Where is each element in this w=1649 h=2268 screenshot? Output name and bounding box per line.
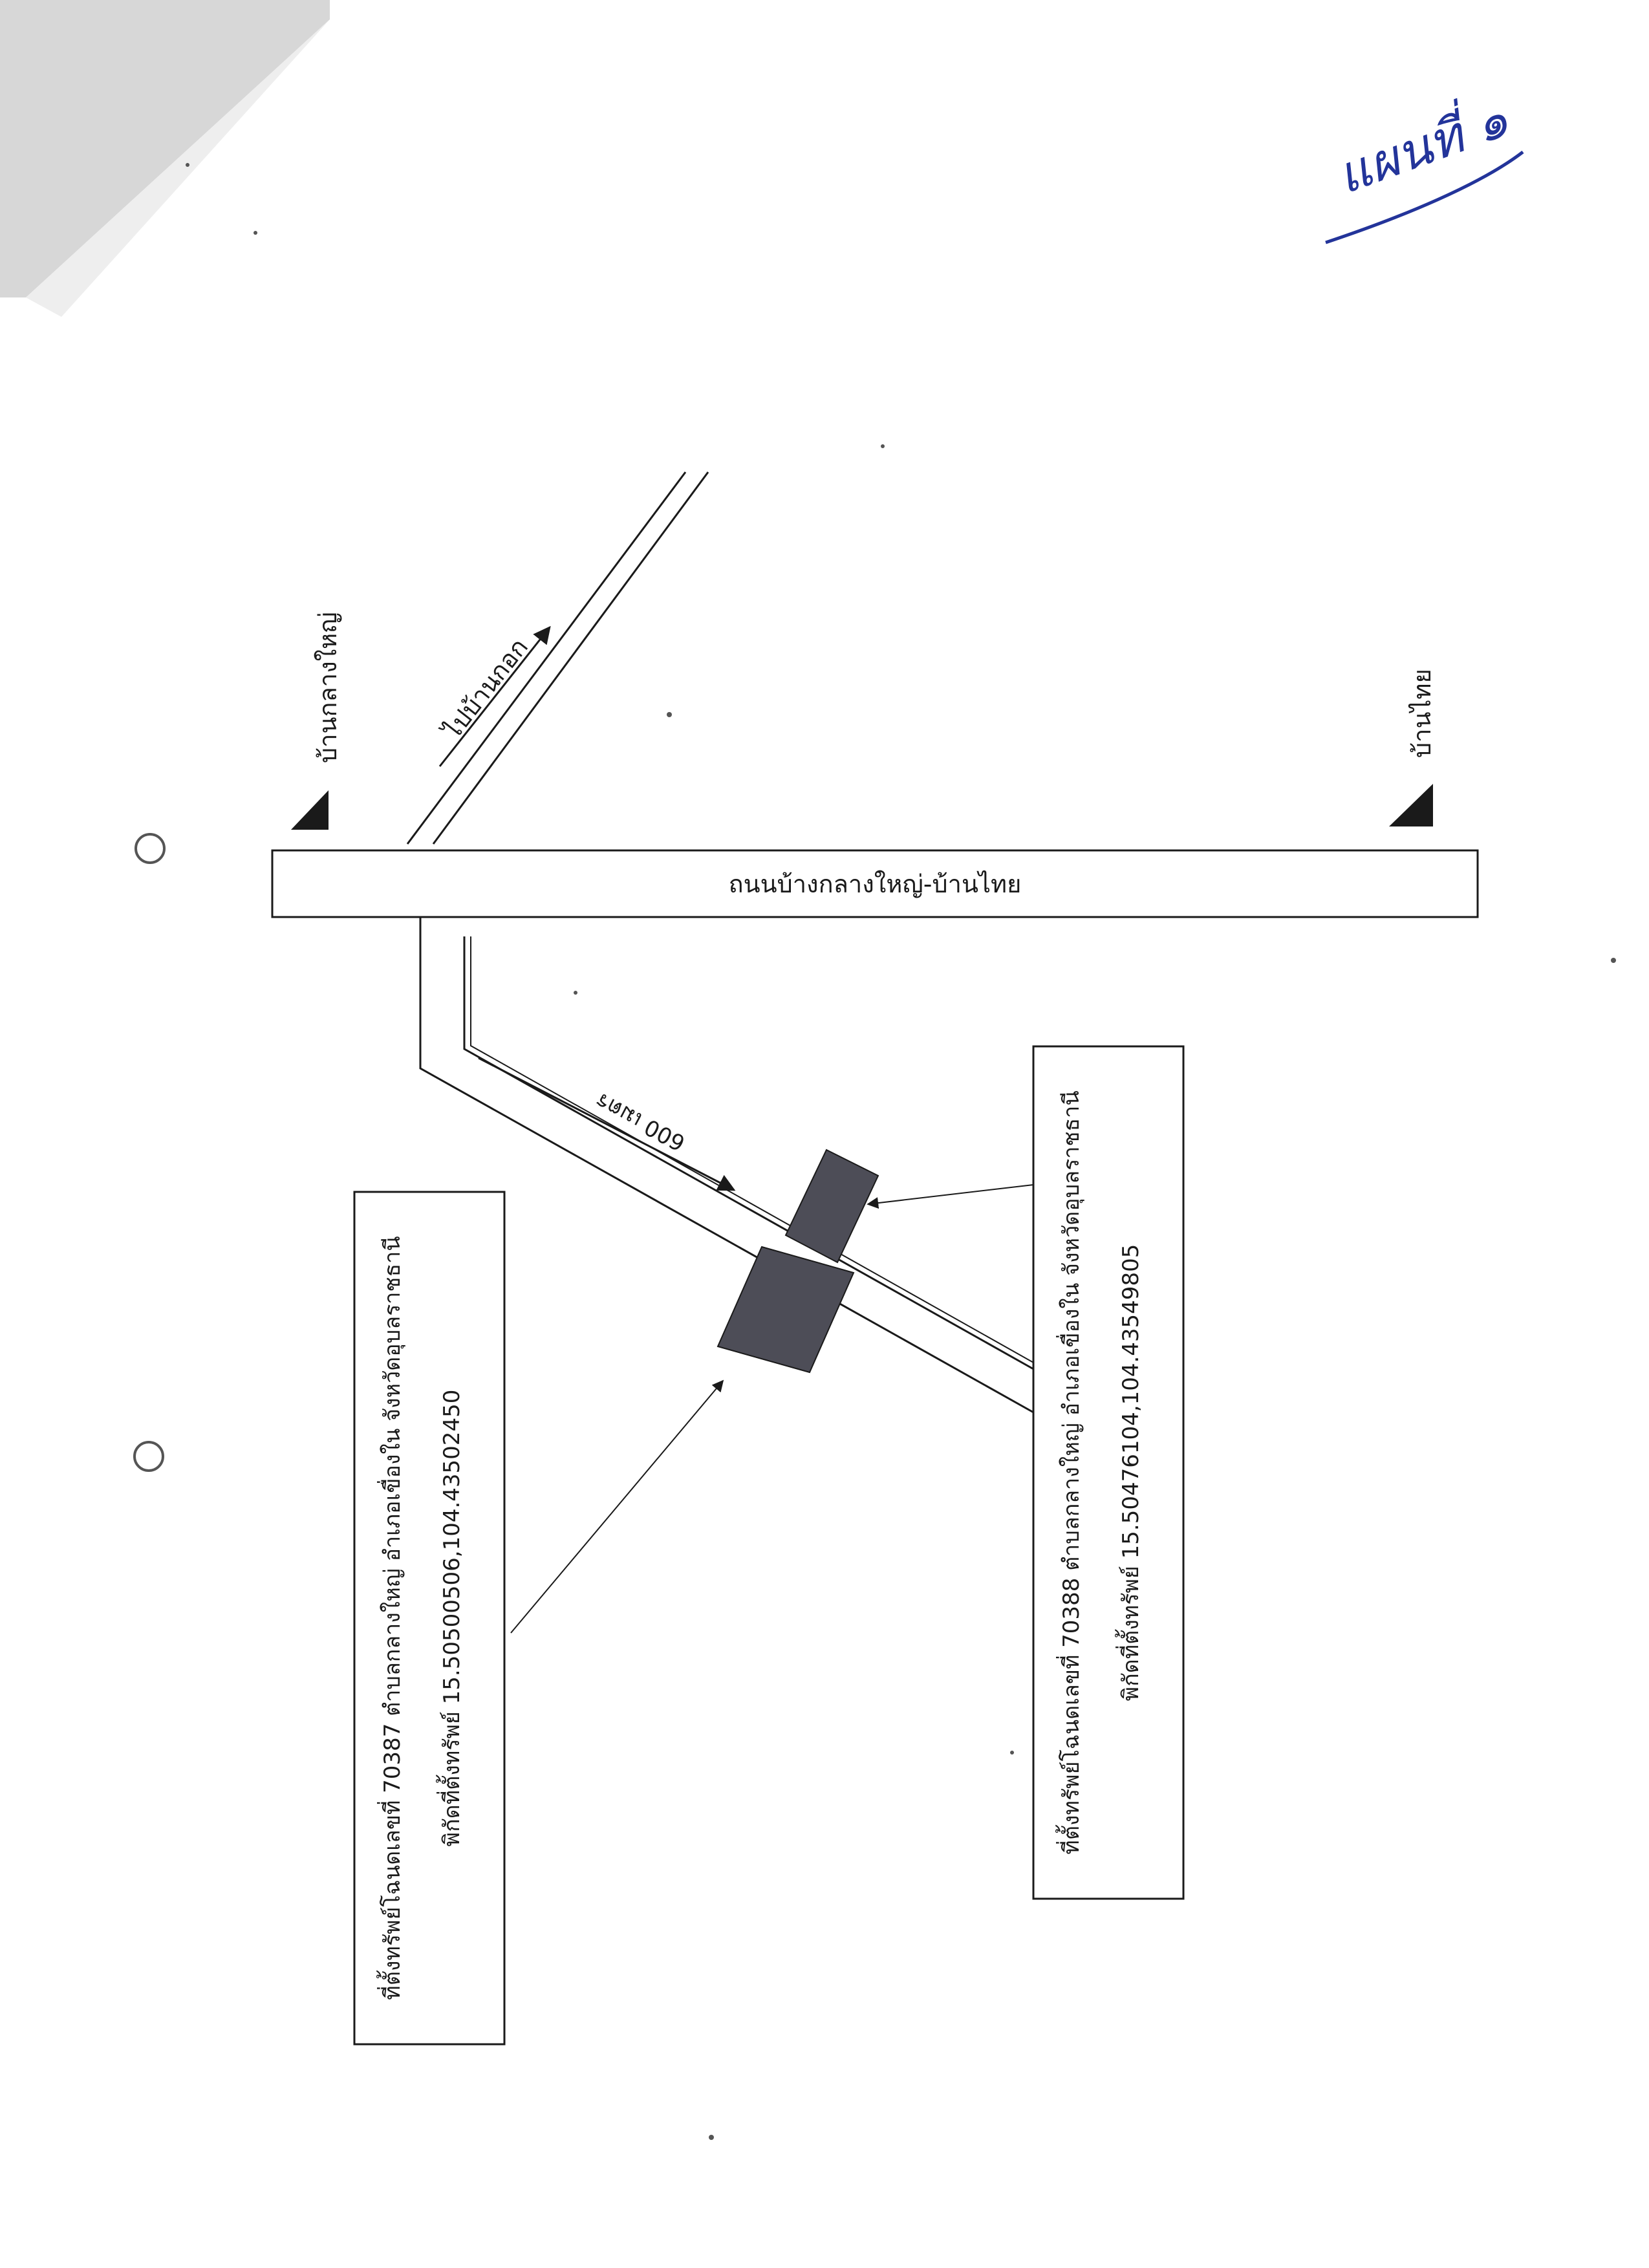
parcel-2-pointer xyxy=(867,1184,1034,1209)
branch-direction-arrow xyxy=(438,625,551,767)
village-left-marker xyxy=(291,790,329,830)
village-right-marker xyxy=(1389,784,1433,826)
handwritten-note: แผนที่ ๑ xyxy=(1325,84,1524,244)
village-left-label: บ้านกลางใหญ่ xyxy=(314,612,342,763)
paper-fold xyxy=(0,0,330,317)
parcel-2-line-2: พิกัดที่ตั้งทรัพย์ 15.50476104,104.43549… xyxy=(1115,1244,1144,1701)
handwritten-note-text: แผนที่ ๑ xyxy=(1327,84,1516,206)
main-road-label: ถนนบ้างกลางใหญ่-บ้านไทย xyxy=(729,870,1022,898)
punch-hole-bottom xyxy=(133,1441,164,1472)
scan-specks xyxy=(186,163,1616,2140)
branch-road-north xyxy=(406,471,709,845)
distance-arrow xyxy=(478,1057,736,1191)
parcel-70387-shape xyxy=(717,1246,855,1374)
punch-hole-top xyxy=(135,833,166,864)
parcel-2-box xyxy=(1032,1045,1185,1900)
main-road xyxy=(271,849,1479,918)
parcel-1-line-2: พิกัดที่ตั้งทรัพย์ 15.50500506,104.43502… xyxy=(436,1390,465,1847)
parcel-1-box xyxy=(353,1191,506,2046)
parcel-70388-shape xyxy=(784,1149,879,1264)
parcel-1-pointer xyxy=(510,1379,724,1634)
parcel-2-line-1: ที่ตั้งทรัพย์โฉนดเลขที่ 70388 ตำบลกลางให… xyxy=(1055,1090,1084,1854)
village-right-label: บ้านไทย xyxy=(1408,669,1436,758)
parcel-1-line-1: ที่ตั้งทรัพย์โฉนดเลขที่ 70387 ตำบลกลางให… xyxy=(376,1236,405,2000)
